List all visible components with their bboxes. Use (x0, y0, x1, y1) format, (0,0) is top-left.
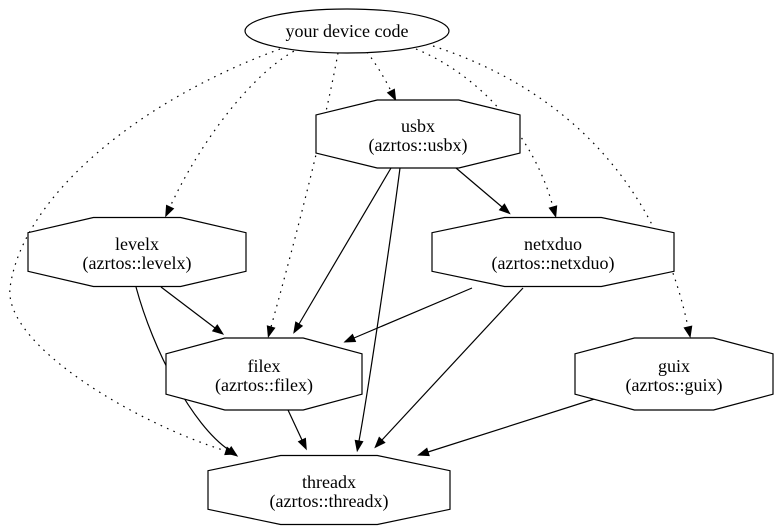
node-shape-octagon (315, 99, 521, 169)
edge-line-solid (427, 394, 608, 453)
node-shape-ellipse (244, 8, 450, 54)
arrowhead-icon (293, 321, 304, 334)
arrowhead-icon (548, 205, 558, 218)
edge-device-guix (432, 45, 693, 339)
edge-line-solid (160, 286, 216, 329)
node-sublabel: (azrtos::guix) (626, 375, 723, 396)
arrowhead-icon (386, 88, 397, 102)
edge-device-netxduo (415, 48, 558, 218)
edge-device-filex (266, 52, 339, 338)
node-threadx: threadx(azrtos::threadx) (207, 454, 451, 526)
edge-line-dotted (270, 52, 339, 328)
edge-device-levelx (165, 47, 301, 218)
arrowhead-icon (211, 324, 225, 335)
node-shape-octagon (165, 337, 363, 411)
node-label: threadx (302, 472, 356, 492)
node-sublabel: (azrtos::levelx) (83, 253, 192, 274)
node-usbx: usbx(azrtos::usbx) (315, 99, 521, 169)
edge-line-dotted (366, 51, 392, 92)
edge-levelx-filex (160, 286, 225, 335)
arrowhead-icon (266, 325, 276, 338)
node-sublabel: (azrtos::filex) (215, 375, 313, 396)
edge-line-solid (287, 409, 303, 441)
edge-line-dotted (169, 47, 301, 208)
node-label: levelx (115, 234, 159, 254)
arrowhead-icon (165, 204, 175, 218)
arrowhead-icon (297, 437, 307, 451)
node-label: netxduo (524, 234, 582, 254)
arrowhead-icon (374, 436, 386, 449)
node-guix: guix(azrtos::guix) (574, 337, 774, 411)
edge-usbx-threadx (354, 167, 401, 453)
node-shape-octagon (207, 454, 451, 526)
arrowhead-icon (683, 325, 693, 339)
edge-usbx-filex (293, 167, 392, 334)
node-label: usbx (401, 116, 435, 136)
edge-line-solid (353, 287, 473, 339)
node-label: filex (248, 356, 281, 376)
edge-netxduo-threadx (374, 287, 524, 449)
edge-line-dotted (9, 48, 281, 452)
arrowhead-icon (417, 447, 430, 457)
arrowhead-icon (498, 203, 511, 215)
edge-device-usbx (366, 51, 397, 102)
node-sublabel: (azrtos::usbx) (369, 135, 468, 156)
node-shape-octagon (431, 216, 675, 288)
arrowhead-icon (343, 333, 357, 343)
edge-usbx-netxduo (455, 167, 511, 215)
arrowhead-icon (354, 439, 364, 453)
edge-filex-threadx (287, 409, 307, 451)
node-label: your device code (286, 21, 409, 41)
arrowhead-icon (225, 446, 239, 457)
node-device: your device code (244, 8, 450, 54)
edge-line-solid (455, 167, 503, 208)
edge-netxduo-filex (343, 287, 473, 343)
node-sublabel: (azrtos::netxduo) (492, 253, 615, 274)
node-shape-octagon (27, 216, 247, 288)
node-levelx: levelx(azrtos::levelx) (27, 216, 247, 288)
edge-guix-threadx (417, 394, 608, 457)
edge-line-solid (298, 167, 392, 325)
node-sublabel: (azrtos::threadx) (270, 491, 389, 512)
node-filex: filex(azrtos::filex) (165, 337, 363, 411)
edge-line-solid (358, 167, 401, 442)
node-label: guix (658, 356, 690, 376)
node-netxduo: netxduo(azrtos::netxduo) (431, 216, 675, 288)
edge-line-solid (381, 287, 524, 441)
node-shape-octagon (574, 337, 774, 411)
